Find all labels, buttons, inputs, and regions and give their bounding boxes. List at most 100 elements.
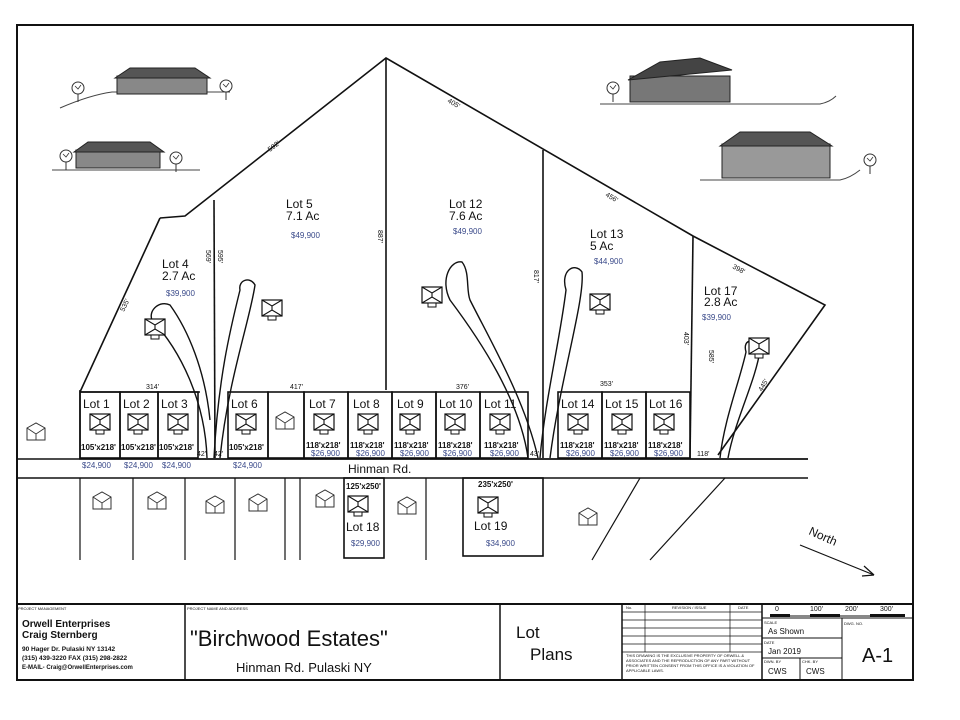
- svg-text:417': 417': [290, 384, 303, 391]
- lot-9-size: 118'x218': [394, 441, 429, 450]
- drawing-border: [16, 24, 914, 681]
- copyright-notice: THIS DRAWING IS THE EXCLUSIVE PROPERTY O…: [626, 653, 755, 673]
- svg-text:CWS: CWS: [806, 667, 825, 676]
- lot-6-size: 105'x218': [229, 443, 264, 452]
- lot-1-size: 105'x218': [81, 443, 116, 452]
- svg-text:PROJECT NAME AND ADDRESS: PROJECT NAME AND ADDRESS: [187, 606, 248, 611]
- lot-17-acres: 2.8 Ac: [704, 295, 737, 309]
- lot-19-size: 235'x250': [478, 480, 513, 489]
- small-lot-labels: Lot 1 105'x218' $24,900 Lot 2 105'x218' …: [81, 397, 683, 470]
- lot-3-name: Lot 3: [161, 397, 188, 411]
- lot-14-size: 118'x218': [560, 441, 595, 450]
- svg-text:569': 569': [204, 250, 211, 263]
- svg-text:456': 456': [604, 192, 619, 205]
- svg-text:(315) 439-3220 FAX (315) 298-: (315) 439-3220 FAX (315) 298-2822: [22, 655, 128, 662]
- svg-text:REVISION / ISSUE: REVISION / ISSUE: [672, 605, 707, 610]
- svg-text:As Shown: As Shown: [768, 627, 804, 636]
- lot-18-name: Lot 18: [346, 520, 380, 534]
- svg-text:535': 535': [120, 298, 132, 313]
- svg-text:CWS: CWS: [768, 667, 787, 676]
- lot-7-name: Lot 7: [309, 397, 336, 411]
- lot-8-name: Lot 8: [353, 397, 380, 411]
- lot-15-price: $26,900: [610, 449, 639, 458]
- lot-11-name: Lot 11: [484, 397, 517, 411]
- south-lot-labels: 125'x250' Lot 18 $29,900 235'x250' Lot 1…: [346, 480, 515, 548]
- svg-text:200': 200': [845, 606, 858, 613]
- lot-7-size: 118'x218': [306, 441, 341, 450]
- sheet-title-plans: Plans: [530, 645, 573, 664]
- lot-12-acres: 7.6 Ac: [449, 209, 482, 223]
- svg-text:376': 376': [456, 384, 469, 391]
- lot-9-name: Lot 9: [397, 397, 424, 411]
- lot-6-name: Lot 6: [231, 397, 258, 411]
- lot-13-acres: 5 Ac: [590, 239, 613, 253]
- lot-17-name: Lot 17: [704, 284, 738, 298]
- svg-text:Jan 2019: Jan 2019: [768, 647, 801, 656]
- lot-3-size: 105'x218': [159, 443, 194, 452]
- big-lot-labels: Lot 5 7.1 Ac $49,900 Lot 12 7.6 Ac $49,9…: [162, 197, 738, 322]
- svg-text:398': 398': [731, 264, 746, 276]
- lot-14-name: Lot 14: [561, 397, 595, 411]
- lot-10-price: $26,900: [443, 449, 472, 458]
- svg-text:DATE: DATE: [738, 605, 749, 610]
- svg-text:353': 353': [600, 381, 613, 388]
- lot-2-name: Lot 2: [123, 397, 150, 411]
- svg-text:DWG. NO.: DWG. NO.: [844, 621, 863, 626]
- lot-10-size: 118'x218': [438, 441, 473, 450]
- lot-16-name: Lot 16: [649, 397, 683, 411]
- svg-text:595': 595': [216, 250, 223, 263]
- lot-17-price: $39,900: [702, 313, 731, 322]
- lot-14-price: $26,900: [566, 449, 595, 458]
- svg-text:DATE: DATE: [764, 640, 775, 645]
- neighbor-houses: [26, 411, 598, 526]
- lot-15-name: Lot 15: [605, 397, 639, 411]
- lot-11-price: $26,900: [490, 449, 519, 458]
- svg-text:585': 585': [707, 350, 714, 363]
- lot-4-price: $39,900: [166, 289, 195, 298]
- lot-4-acres: 2.7 Ac: [162, 269, 195, 283]
- north-arrow: North: [799, 524, 875, 577]
- lot-2-price: $24,900: [124, 461, 153, 470]
- road-name: Hinman Rd.: [348, 462, 411, 476]
- lot-16-price: $26,900: [654, 449, 683, 458]
- svg-text:90 Hager Dr. Pulaski NY 13142: 90 Hager Dr. Pulaski NY 13142: [22, 646, 115, 653]
- svg-text:314': 314': [146, 384, 159, 391]
- svg-text:403': 403': [682, 332, 689, 345]
- hinman-road: Hinman Rd.: [17, 458, 808, 479]
- company-name: Orwell Enterprises: [22, 619, 111, 630]
- svg-text:887': 887': [376, 230, 383, 243]
- lot-15-size: 118'x218': [604, 441, 639, 450]
- lot-12-name: Lot 12: [449, 197, 483, 211]
- lot-5-price: $49,900: [291, 231, 320, 240]
- lot-boundaries: [79, 57, 827, 460]
- svg-text:42': 42': [214, 451, 223, 458]
- svg-text:PROJECT MANAGEMENT: PROJECT MANAGEMENT: [18, 606, 67, 611]
- lot-9-price: $26,900: [400, 449, 429, 458]
- svg-text:0: 0: [775, 606, 779, 613]
- sheet-number: A-1: [862, 645, 893, 667]
- lot-4-name: Lot 4: [162, 257, 189, 271]
- title-block: PROJECT MANAGEMENT Orwell Enterprises Cr…: [16, 603, 914, 681]
- south-parcels: [79, 477, 726, 561]
- lot-10-name: Lot 10: [439, 397, 473, 411]
- driveways: [150, 261, 761, 459]
- house-elevation-drawings: [52, 57, 877, 181]
- lot-6-price: $24,900: [233, 461, 262, 470]
- lot-11-size: 118'x218': [484, 441, 519, 450]
- svg-text:No.: No.: [626, 605, 632, 610]
- svg-text:118': 118': [697, 451, 710, 458]
- person-name: Craig Sternberg: [22, 630, 98, 641]
- project-address: Hinman Rd. Pulaski NY: [236, 660, 372, 675]
- svg-text:DWN. BY: DWN. BY: [764, 659, 781, 664]
- svg-text:42': 42': [197, 451, 206, 458]
- lot-12-price: $49,900: [453, 227, 482, 236]
- svg-text:43': 43': [530, 451, 539, 458]
- lot-13-name: Lot 13: [590, 227, 624, 241]
- lot-5-name: Lot 5: [286, 197, 313, 211]
- lot-8-size: 118'x218': [350, 441, 385, 450]
- lot-2-size: 105'x218': [121, 443, 156, 452]
- lot-3-price: $24,900: [162, 461, 191, 470]
- lot-18-size: 125'x250': [346, 482, 381, 491]
- lot-1-name: Lot 1: [83, 397, 110, 411]
